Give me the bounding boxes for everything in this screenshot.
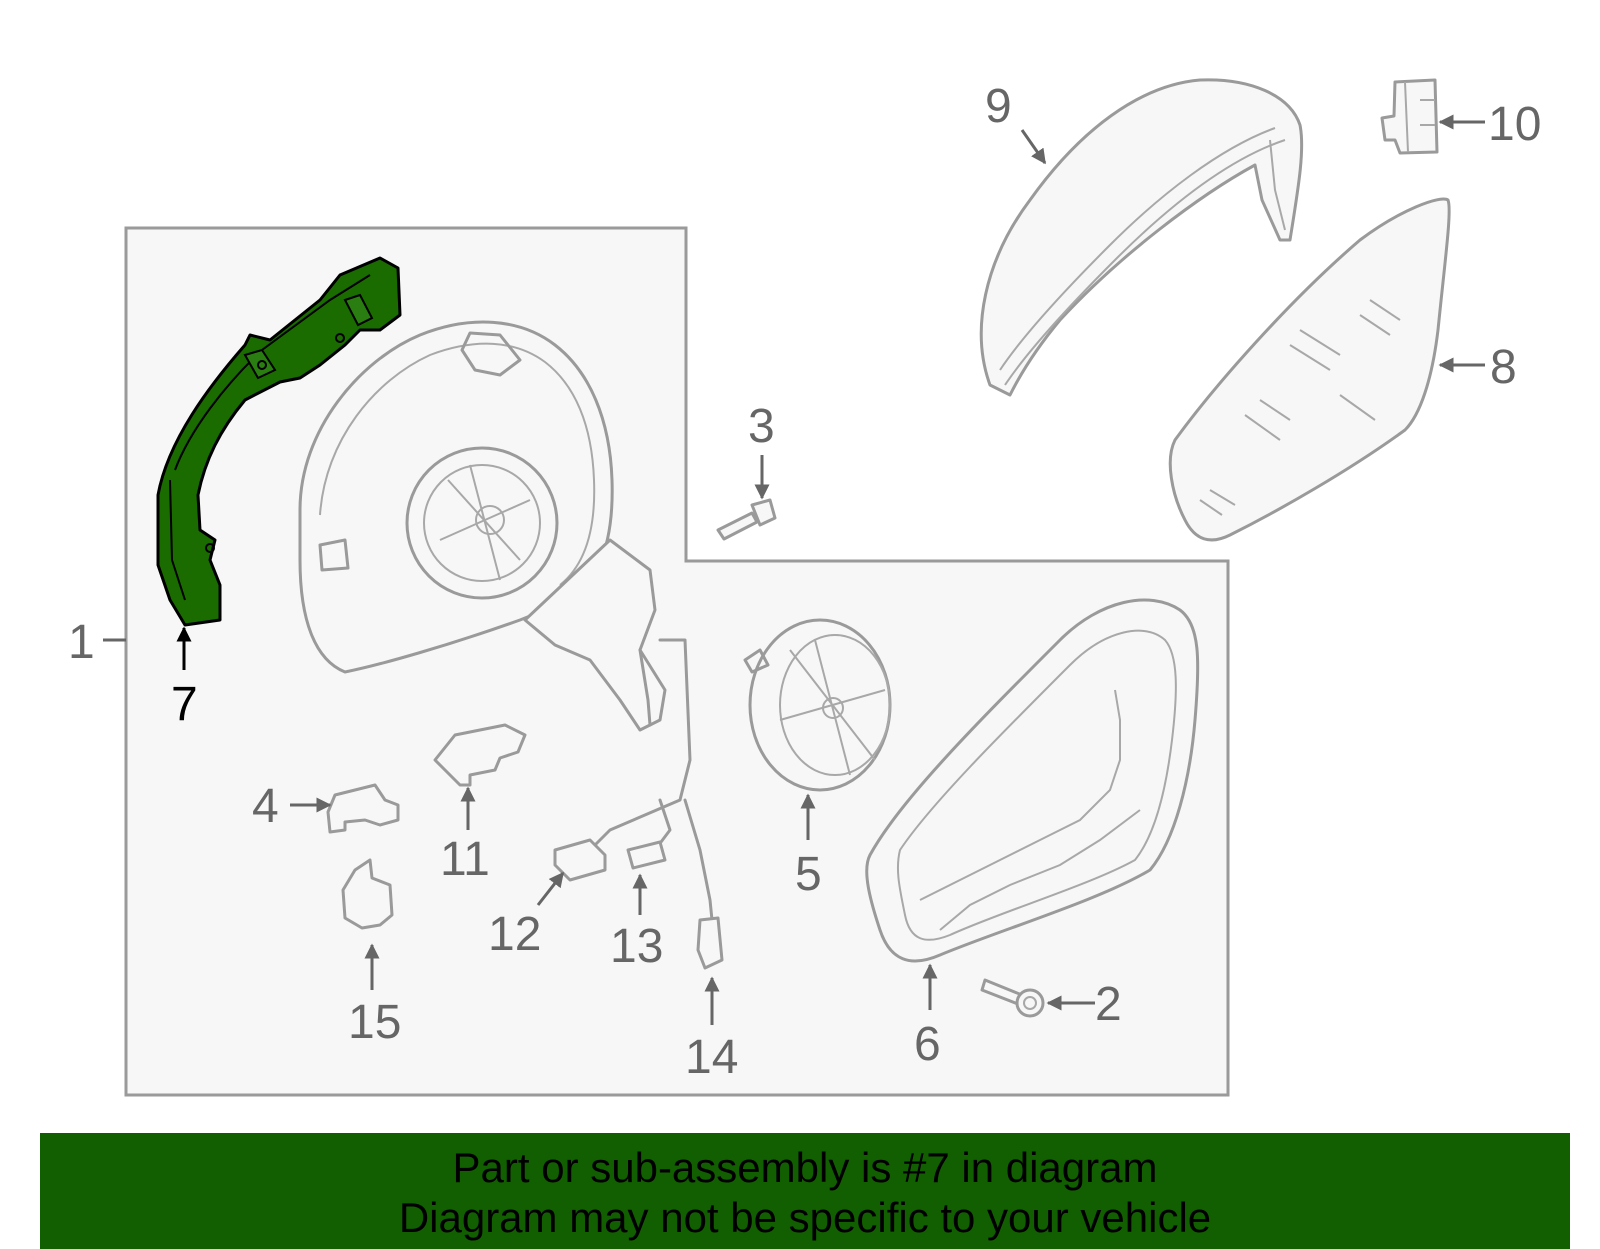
callout-3: 3	[748, 400, 775, 453]
banner-line-1: Part or sub-assembly is #7 in diagram	[452, 1144, 1158, 1191]
part-11-bracket	[433, 723, 527, 787]
callout-12: 12	[488, 908, 541, 961]
part-9-mirror-cap	[979, 78, 1304, 397]
part-6-mirror-frame	[865, 598, 1200, 963]
mirror-housing-base	[298, 320, 667, 732]
part-12-connector	[553, 838, 607, 882]
callout-4: 4	[252, 780, 279, 833]
callout-9: 9	[985, 80, 1012, 133]
callout-5: 5	[795, 848, 822, 901]
part-4-clip	[326, 783, 400, 834]
part-15-switch	[341, 858, 394, 930]
part-13-connector	[626, 840, 667, 870]
part-2-screw	[980, 978, 1045, 1018]
part-7-trim-strip[interactable]	[156, 256, 402, 627]
callout-13: 13	[610, 920, 663, 973]
leader-12	[536, 871, 565, 906]
callout-7: 7	[171, 678, 198, 731]
callout-15: 15	[348, 996, 401, 1049]
part-10-connector	[1380, 78, 1439, 155]
callout-8: 8	[1490, 341, 1517, 394]
part-8-mirror-glass	[1168, 197, 1451, 542]
callout-2: 2	[1095, 978, 1122, 1031]
part-14-connector	[696, 916, 724, 970]
banner-line-2: Diagram may not be specific to your vehi…	[398, 1194, 1212, 1241]
callout-11: 11	[440, 833, 490, 886]
callout-10: 10	[1488, 98, 1541, 151]
part-3-screw	[716, 498, 777, 541]
callout-6: 6	[914, 1018, 941, 1071]
callout-14: 14	[685, 1031, 738, 1084]
callout-1: 1	[68, 616, 95, 669]
part-5-adjuster-motor	[743, 618, 892, 792]
leader-9	[1020, 129, 1047, 165]
info-banner: Part or sub-assembly is #7 in diagram Di…	[40, 1133, 1570, 1249]
